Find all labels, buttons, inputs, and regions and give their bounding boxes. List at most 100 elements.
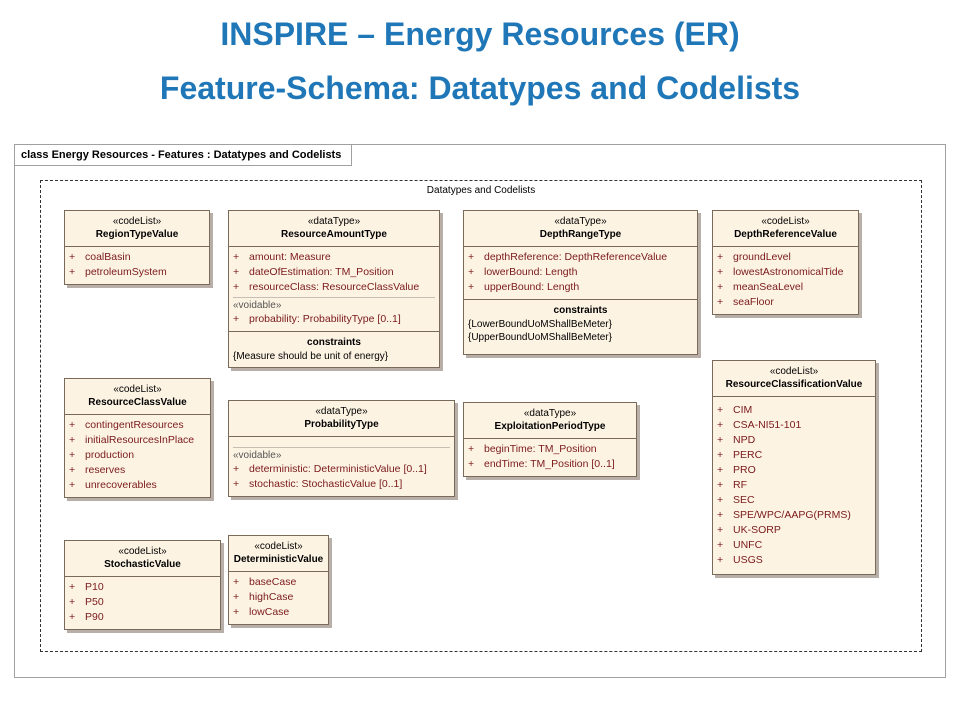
public-visibility-icon: +	[717, 404, 724, 416]
class-constraints: constraints {LowerBoundUoMShallBeMeter} …	[464, 299, 697, 354]
class-name: ExploitationPeriodType	[494, 421, 606, 432]
class-header: «dataType» ExploitationPeriodType	[464, 403, 636, 439]
public-visibility-icon: +	[69, 596, 76, 608]
public-visibility-icon: +	[69, 434, 76, 446]
class-attribute: +P10	[69, 581, 104, 593]
public-visibility-icon: +	[69, 581, 76, 593]
class-attribute: +dateOfEstimation: TM_Position	[233, 266, 394, 278]
class-attributes: +coalBasin +petroleumSystem	[65, 247, 209, 284]
public-visibility-icon: +	[233, 251, 240, 263]
public-visibility-icon: +	[69, 479, 76, 491]
public-visibility-icon: +	[717, 296, 724, 308]
class-stereotype: «codeList»	[769, 366, 819, 377]
class-header: «codeList» StochasticValue	[65, 541, 220, 577]
class-attribute: +unrecoverables	[69, 479, 157, 491]
diagram-frame-label: class Energy Resources - Features : Data…	[15, 145, 353, 166]
constraints-title: constraints	[553, 305, 608, 316]
class-name: ResourceClassValue	[88, 397, 187, 408]
class-attribute: +production	[69, 449, 135, 461]
public-visibility-icon: +	[717, 281, 724, 293]
public-visibility-icon: +	[717, 539, 724, 551]
class-attribute: +beginTime: TM_Position	[468, 443, 597, 455]
class-attribute: +initialResourcesInPlace	[69, 434, 195, 446]
class-name: ResourceAmountType	[281, 229, 387, 240]
page-title-line-1: INSPIRE – Energy Resources (ER)	[220, 16, 740, 52]
constraint: {UpperBoundUoMShallBeMeter}	[468, 332, 612, 343]
voidable-section: «voidable» +deterministic: Deterministic…	[233, 447, 450, 492]
public-visibility-icon: +	[468, 281, 475, 293]
class-depth-reference-value[interactable]: «codeList» DepthReferenceValue +groundLe…	[712, 210, 859, 315]
class-attribute: +deterministic: DeterministicValue [0..1…	[233, 463, 427, 475]
class-resource-classification-value[interactable]: «codeList» ResourceClassificationValue +…	[712, 360, 876, 575]
class-name: DeterministicValue	[233, 554, 324, 565]
class-stochastic-value[interactable]: «codeList» StochasticValue +P10 +P50 +P9…	[64, 540, 221, 630]
class-attribute: +UK-SORP	[717, 524, 781, 536]
class-resource-amount-type[interactable]: «dataType» ResourceAmountType +amount: M…	[228, 210, 440, 368]
class-header: «dataType» ProbabilityType	[229, 401, 454, 437]
public-visibility-icon: +	[717, 449, 724, 461]
public-visibility-icon: +	[717, 554, 724, 566]
public-visibility-icon: +	[233, 606, 240, 618]
public-visibility-icon: +	[717, 524, 724, 536]
class-attribute: +NPD	[717, 434, 756, 446]
public-visibility-icon: +	[717, 419, 724, 431]
public-visibility-icon: +	[717, 266, 724, 278]
public-visibility-icon: +	[233, 591, 240, 603]
class-region-type-value[interactable]: «codeList» RegionTypeValue +coalBasin +p…	[64, 210, 210, 285]
voidable-section: «voidable» +probability: ProbabilityType…	[233, 297, 435, 327]
class-attribute: +PERC	[717, 449, 763, 461]
public-visibility-icon: +	[233, 478, 240, 490]
public-visibility-icon: +	[717, 464, 724, 476]
public-visibility-icon: +	[717, 434, 724, 446]
class-stereotype: «dataType»	[523, 408, 577, 419]
class-name: DepthRangeType	[539, 229, 622, 240]
class-attribute: +lowestAstronomicalTide	[717, 266, 844, 278]
class-attribute: +baseCase	[233, 576, 297, 588]
class-depth-range-type[interactable]: «dataType» DepthRangeType +depthReferenc…	[463, 210, 698, 355]
class-stereotype: «codeList»	[113, 384, 162, 395]
page-title-line-2: Feature-Schema: Datatypes and Codelists	[159, 70, 801, 106]
constraint: {Measure should be unit of energy}	[233, 351, 389, 362]
class-attributes: +depthReference: DepthReferenceValue +lo…	[464, 247, 697, 299]
class-attribute: +reserves	[69, 464, 126, 476]
class-attribute: +coalBasin	[69, 251, 131, 263]
class-deterministic-value[interactable]: «codeList» DeterministicValue +baseCase …	[228, 535, 329, 625]
class-attribute: +probability: ProbabilityType [0..1]	[233, 313, 401, 325]
public-visibility-icon: +	[468, 458, 475, 470]
class-stereotype: «codeList»	[118, 546, 167, 557]
class-exploitation-period-type[interactable]: «dataType» ExploitationPeriodType +begin…	[463, 402, 637, 477]
class-stereotype: «dataType»	[307, 216, 361, 227]
class-header: «codeList» DepthReferenceValue	[713, 211, 858, 247]
class-stereotype: «codeList»	[112, 216, 162, 227]
class-attributes: +beginTime: TM_Position +endTime: TM_Pos…	[464, 439, 636, 476]
class-constraints: constraints {Measure should be unit of e…	[229, 331, 439, 367]
class-attribute: +contingentResources	[69, 419, 184, 431]
class-attribute: +PRO	[717, 464, 756, 476]
class-name: ProbabilityType	[304, 419, 379, 430]
package-label: Datatypes and Codelists	[426, 185, 536, 196]
class-attribute: +SEC	[717, 494, 755, 506]
class-attribute: +P90	[69, 611, 104, 623]
class-attribute: +RF	[717, 479, 747, 491]
voidable-stereotype: «voidable»	[233, 300, 282, 311]
class-attribute: +depthReference: DepthReferenceValue	[468, 251, 668, 263]
class-stereotype: «dataType»	[315, 406, 368, 417]
public-visibility-icon: +	[468, 266, 475, 278]
class-name: RegionTypeValue	[95, 229, 179, 240]
class-header: «dataType» ResourceAmountType	[229, 211, 439, 247]
public-visibility-icon: +	[69, 266, 76, 278]
public-visibility-icon: +	[233, 313, 240, 325]
class-attribute: +highCase	[233, 591, 294, 603]
class-attribute: +USGS	[717, 554, 763, 566]
public-visibility-icon: +	[468, 443, 475, 455]
class-resource-class-value[interactable]: «codeList» ResourceClassValue +contingen…	[64, 378, 211, 498]
voidable-stereotype: «voidable»	[233, 450, 282, 461]
class-attributes: +CIM +CSA-NI51-101 +NPD +PERC +PRO +RF +…	[713, 397, 875, 574]
class-name: StochasticValue	[104, 559, 181, 570]
class-header: «codeList» DeterministicValue	[229, 536, 328, 572]
class-attribute: +CSA-NI51-101	[717, 419, 802, 431]
class-stereotype: «dataType»	[554, 216, 607, 227]
class-stereotype: «codeList»	[761, 216, 810, 227]
class-attribute: +lowerBound: Length	[468, 266, 578, 278]
class-probability-type[interactable]: «dataType» ProbabilityType «voidable» +d…	[228, 400, 455, 497]
